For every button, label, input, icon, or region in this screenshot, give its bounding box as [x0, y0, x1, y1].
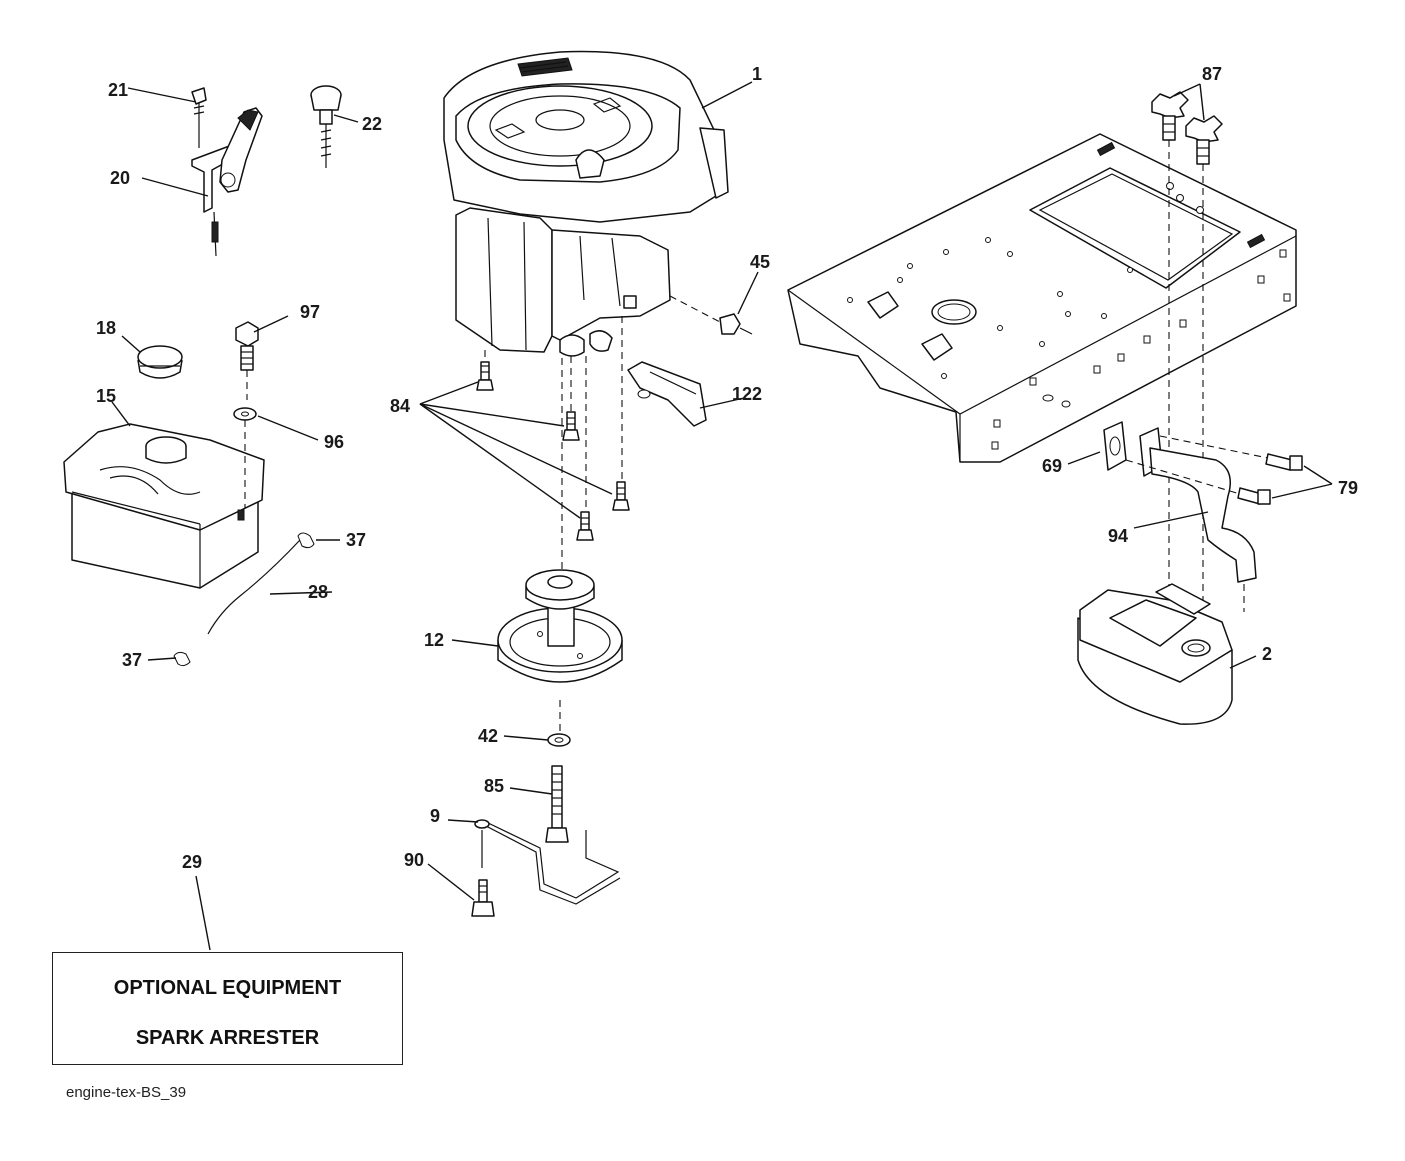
washer-42: [547, 700, 571, 747]
mounting-knobs: [1151, 91, 1223, 600]
bracket-9: [474, 819, 621, 905]
label-2: 2: [1262, 644, 1272, 664]
label-37-lower: 37: [122, 650, 142, 670]
optional-equipment-box: OPTIONAL EQUIPMENT SPARK ARRESTER: [52, 952, 403, 1065]
choke-knob: [310, 85, 342, 168]
engine: [443, 50, 729, 357]
label-45: 45: [750, 252, 770, 272]
label-84: 84: [390, 396, 410, 416]
bolt-90: [471, 879, 495, 917]
label-1: 1: [752, 64, 762, 84]
label-22: 22: [362, 114, 382, 134]
exhaust-bolts: [1125, 435, 1303, 505]
label-42: 42: [478, 726, 498, 746]
label-12: 12: [424, 630, 444, 650]
part-labels: 1 2 9 12 15 18 20 21 22 28 29 37 37 42 4…: [96, 64, 1358, 872]
label-90: 90: [404, 850, 424, 870]
throttle-control: [191, 87, 263, 257]
label-15: 15: [96, 386, 116, 406]
label-79: 79: [1338, 478, 1358, 498]
label-29: 29: [182, 852, 202, 872]
label-9: 9: [430, 806, 440, 826]
fuel-tank: [63, 423, 265, 589]
label-28: 28: [308, 582, 328, 602]
label-21: 21: [108, 80, 128, 100]
chassis-frame: [787, 133, 1297, 463]
label-37-upper: 37: [346, 530, 366, 550]
label-69: 69: [1042, 456, 1062, 476]
spark-arrester-label: SPARK ARRESTER: [135, 1027, 320, 1049]
label-85: 85: [484, 776, 504, 796]
nut-45: [669, 295, 753, 335]
bolt-97: [235, 321, 259, 400]
optional-equipment-title: OPTIONAL EQUIPMENT: [113, 977, 342, 999]
label-87: 87: [1202, 64, 1222, 84]
pulley: [497, 569, 623, 683]
fuel-line: [173, 532, 315, 667]
washer-96: [233, 407, 257, 508]
fuel-cap: [137, 345, 183, 379]
muffler: [1077, 583, 1245, 725]
bolt-85: [545, 765, 569, 843]
diagram-identifier: engine-tex-BS_39: [66, 1084, 187, 1101]
label-20: 20: [110, 168, 130, 188]
label-18: 18: [96, 318, 116, 338]
label-122: 122: [732, 384, 762, 404]
leader-lines: [111, 81, 1333, 951]
label-97: 97: [300, 302, 320, 322]
exhaust-pipe: [1149, 447, 1257, 583]
label-94: 94: [1108, 526, 1128, 546]
label-96: 96: [324, 432, 344, 452]
deflector-122: [627, 361, 707, 427]
engine-bolts: [476, 316, 630, 570]
